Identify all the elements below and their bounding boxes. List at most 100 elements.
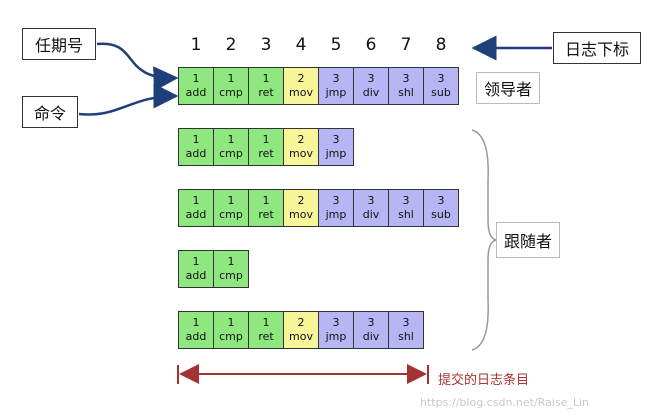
term-arrow xyxy=(96,42,179,92)
entry-command: jmp xyxy=(325,147,347,160)
entry-term: 1 xyxy=(227,72,235,85)
entry-term: 3 xyxy=(437,194,445,207)
log-index-8: 8 xyxy=(435,35,447,55)
entry-command: cmp xyxy=(219,86,243,99)
entry-command: div xyxy=(362,208,380,221)
log-index-label: 日志下标 xyxy=(553,32,641,64)
entry-command: mov xyxy=(289,86,313,99)
entry-command: cmp xyxy=(219,269,243,282)
entry-term: 1 xyxy=(192,72,200,85)
entry-term: 3 xyxy=(367,72,375,85)
log-index-5: 5 xyxy=(330,35,342,55)
entry-term: 3 xyxy=(402,194,410,207)
command-arrow xyxy=(78,83,179,116)
log-index-1: 1 xyxy=(190,35,202,55)
committed-entries-label: 提交的日志条目 xyxy=(438,373,530,388)
entry-command: mov xyxy=(289,330,313,343)
entry-term: 3 xyxy=(367,194,375,207)
entry-command: sub xyxy=(431,208,451,221)
entry-term: 3 xyxy=(332,133,340,146)
entry-command: cmp xyxy=(219,147,243,160)
entry-command: sub xyxy=(431,86,451,99)
log-index-4: 4 xyxy=(295,35,307,55)
entry-term: 3 xyxy=(332,72,340,85)
entry-term: 3 xyxy=(437,72,445,85)
followers-label: 跟随者 xyxy=(496,222,560,258)
entry-term: 1 xyxy=(227,255,235,268)
entry-term: 1 xyxy=(262,72,270,85)
entry-command: div xyxy=(362,330,380,343)
watermark: https://blog.csdn.net/Raise_Lin xyxy=(420,396,590,409)
entry-command: shl xyxy=(398,208,414,221)
entry-term: 1 xyxy=(192,316,200,329)
log-index-2: 2 xyxy=(225,35,237,55)
entry-command: div xyxy=(362,86,380,99)
entry-command: cmp xyxy=(219,208,243,221)
entry-command: jmp xyxy=(325,330,347,343)
entry-term: 2 xyxy=(297,194,305,207)
entry-command: ret xyxy=(258,208,274,221)
log-index-6: 6 xyxy=(365,35,377,55)
entry-term: 1 xyxy=(192,255,200,268)
entry-command: add xyxy=(185,86,207,99)
entry-term: 1 xyxy=(262,133,270,146)
entry-term: 1 xyxy=(227,133,235,146)
entry-command: jmp xyxy=(325,86,347,99)
entry-term: 2 xyxy=(297,133,305,146)
entry-term: 2 xyxy=(297,316,305,329)
entry-command: jmp xyxy=(325,208,347,221)
leader-label: 领导者 xyxy=(476,72,540,104)
entry-term: 2 xyxy=(297,72,305,85)
log-index-3: 3 xyxy=(260,35,272,55)
entry-term: 1 xyxy=(262,194,270,207)
entry-command: add xyxy=(185,147,207,160)
entry-term: 1 xyxy=(227,316,235,329)
entry-command: ret xyxy=(258,86,274,99)
entry-term: 1 xyxy=(192,194,200,207)
entry-term: 3 xyxy=(402,316,410,329)
entry-term: 3 xyxy=(367,316,375,329)
entry-command: shl xyxy=(398,86,414,99)
entry-command: mov xyxy=(289,147,313,160)
entry-term: 3 xyxy=(332,194,340,207)
entry-command: mov xyxy=(289,208,313,221)
entry-command: add xyxy=(185,208,207,221)
entry-term: 1 xyxy=(192,133,200,146)
entry-term: 1 xyxy=(262,316,270,329)
log-index-7: 7 xyxy=(400,35,412,55)
entry-command: ret xyxy=(258,330,274,343)
entry-command: shl xyxy=(398,330,414,343)
entry-command: cmp xyxy=(219,330,243,343)
command-label: 命令 xyxy=(22,96,78,128)
entry-command: ret xyxy=(258,147,274,160)
followers-brace xyxy=(471,129,497,351)
term-label: 任期号 xyxy=(22,28,96,60)
